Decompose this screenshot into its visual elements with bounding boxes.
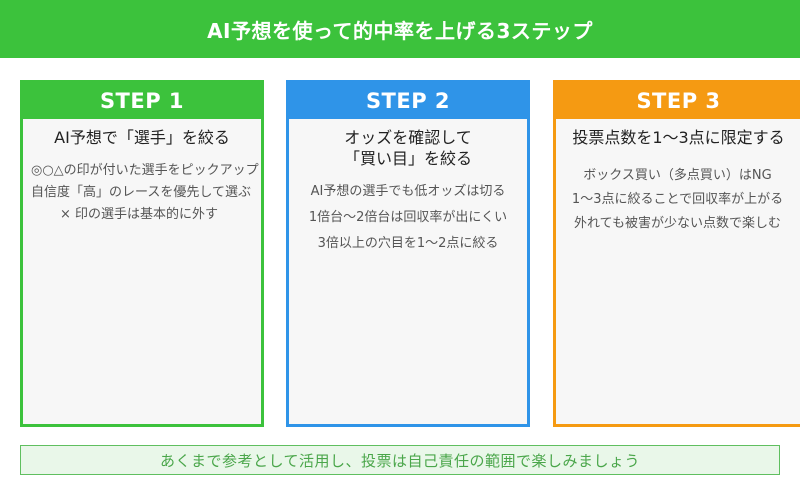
step-1-body: ◎○△の印が付いた選手をピックアップ 自信度「高」のレースを優先して選ぶ × 印… bbox=[23, 160, 261, 226]
footer-note: あくまで参考として活用し、投票は自己責任の範囲で楽しみましょう bbox=[159, 451, 641, 470]
step-2-line-1: AI予想の選手でも低オッズは切る bbox=[310, 184, 506, 199]
step-2-header: STEP 2 bbox=[289, 83, 527, 119]
page-title: AI予想を使って的中率を上げる3ステップ bbox=[207, 18, 593, 43]
step-1-line-1: ◎○△の印が付いた選手をピックアップ bbox=[31, 163, 259, 178]
step-2-line-2: 1倍台〜2倍台は回収率が出にくい bbox=[308, 210, 508, 225]
step-1-label: STEP 1 bbox=[99, 89, 185, 113]
step-1-title: AI予想で「選手」を絞る bbox=[54, 128, 230, 147]
step-3-line-3: 外れても被害が少ない点数で楽しむ bbox=[574, 216, 781, 231]
step-card-3: STEP 3 投票点数を1〜3点に限定する ボックス買い（多点買い）はNG 1〜… bbox=[553, 80, 800, 427]
step-2-label: STEP 2 bbox=[365, 89, 451, 113]
step-card-1: STEP 1 AI予想で「選手」を絞る ◎○△の印が付いた選手をピックアップ 自… bbox=[20, 80, 264, 427]
step-3-header: STEP 3 bbox=[556, 83, 800, 119]
footer-note-box: あくまで参考として活用し、投票は自己責任の範囲で楽しみましょう bbox=[20, 445, 780, 475]
step-2-title: オッズを確認して 「買い目」を絞る bbox=[343, 128, 472, 168]
step-3-label: STEP 3 bbox=[636, 89, 721, 113]
step-2-line-3: 3倍以上の穴目を1〜2点に絞る bbox=[317, 236, 499, 251]
step-3-line-1: ボックス買い（多点買い）はNG bbox=[583, 168, 772, 183]
step-3-line-2: 1〜3点に絞ることで回収率が上がる bbox=[571, 192, 784, 207]
step-1-line-3: × 印の選手は基本的に外す bbox=[60, 207, 219, 222]
step-3-title: 投票点数を1〜3点に限定する bbox=[572, 128, 785, 147]
step-card-2: STEP 2 オッズを確認して 「買い目」を絞る AI予想の選手でも低オッズは切… bbox=[286, 80, 530, 427]
step-3-body: ボックス買い（多点買い）はNG 1〜3点に絞ることで回収率が上がる 外れても被害… bbox=[556, 164, 800, 236]
step-1-header: STEP 1 bbox=[23, 83, 261, 119]
page-title-banner: AI予想を使って的中率を上げる3ステップ bbox=[0, 0, 800, 58]
step-2-body: AI予想の選手でも低オッズは切る 1倍台〜2倍台は回収率が出にくい 3倍以上の穴… bbox=[289, 179, 527, 257]
step-1-line-2: 自信度「高」のレースを優先して選ぶ bbox=[31, 185, 251, 200]
